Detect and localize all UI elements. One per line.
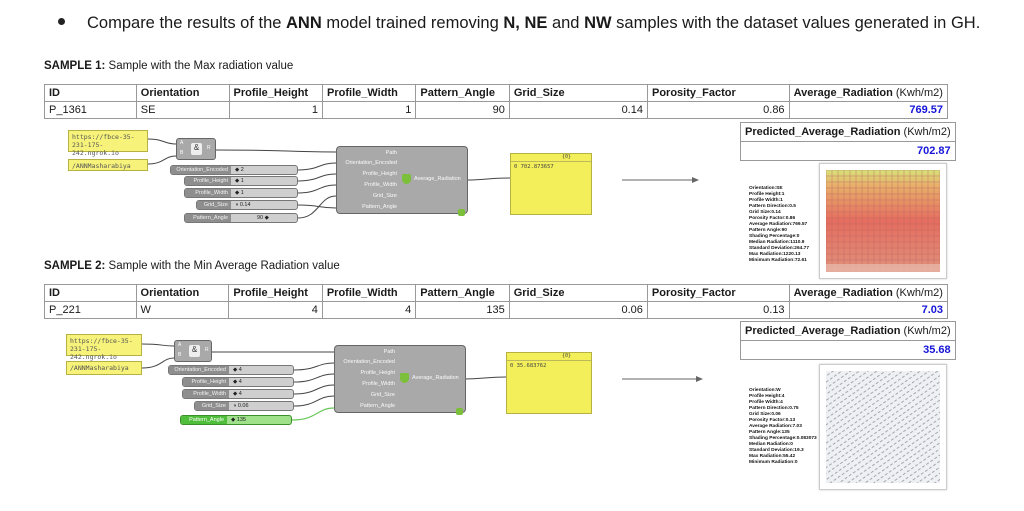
col-profile-width: Profile_Width [322, 84, 417, 102]
intro-text: Compare the results of the [87, 14, 287, 32]
pattern-render [826, 371, 940, 483]
cell-profile-height: 1 [228, 101, 324, 119]
concat-icon: & [189, 345, 200, 357]
slider-orientation[interactable]: Orientation_Encoded◆ 2 [170, 165, 298, 175]
table-header-row: ID Orientation Profile_Height Profile_Wi… [44, 84, 949, 102]
table-header-row: ID Orientation Profile_Height Profile_Wi… [44, 284, 949, 302]
col-pattern-angle: Pattern_Angle [415, 84, 510, 102]
cell-avg-radiation: 769.57 [788, 101, 949, 119]
cell-pattern-angle: 135 [415, 301, 510, 319]
sample1-gh-canvas: https://fbce-35-231-175-242.ngrok.io /AN… [64, 128, 624, 238]
arrow-icon [622, 177, 699, 183]
status-icon [456, 408, 463, 415]
col-avg-radiation: Average_Radiation (Kwh/m2) [788, 84, 949, 102]
cell-pattern-angle: 90 [415, 101, 510, 119]
cell-orientation: W [135, 301, 230, 319]
slider-profile-height[interactable]: Profile_Height◆ 1 [184, 176, 298, 186]
col-id: ID [44, 84, 137, 102]
cell-id: P_221 [44, 301, 137, 319]
intro-suffix: samples with the dataset values generate… [611, 14, 981, 32]
sample2-table: ID Orientation Profile_Height Profile_Wi… [44, 284, 949, 319]
slider-grid-size[interactable]: Grid_Size◑ 0.14 [196, 200, 298, 210]
predicted-header: Predicted_Average_Radiation (Kwh/m2) [740, 321, 956, 341]
slider-profile-height[interactable]: Profile_Height◆ 4 [182, 377, 294, 387]
slider-grid-size[interactable]: Grid_Size◑ 0.06 [194, 401, 294, 411]
col-grid-size: Grid_Size [508, 284, 648, 302]
sample1-render-image [819, 163, 947, 279]
cell-porosity-factor: 0.86 [646, 101, 790, 119]
col-porosity-factor: Porosity_Factor [646, 284, 790, 302]
url-panel[interactable]: https://fbce-35-231-175-242.ngrok.io [68, 130, 148, 157]
concat-icon: & [191, 143, 202, 155]
col-grid-size: Grid_Size [508, 84, 648, 102]
col-id: ID [44, 284, 137, 302]
sample2-gh-canvas: https://fbce-35-231-175-242.ngrok.io /AN… [62, 332, 622, 442]
name-panel[interactable]: /ANNMasharabiya [68, 159, 148, 171]
predicted-value: 35.68 [740, 340, 956, 360]
cell-avg-radiation: 7.03 [788, 301, 949, 319]
col-orientation: Orientation [135, 284, 230, 302]
col-porosity-factor: Porosity_Factor [646, 84, 790, 102]
col-orientation: Orientation [135, 84, 230, 102]
bullet-icon [58, 18, 65, 26]
ne-label: NE [524, 14, 548, 32]
cell-porosity-factor: 0.13 [646, 301, 790, 319]
slider-pattern-angle[interactable]: Pattern_Angle◆ 135 [180, 415, 292, 425]
wires [141, 343, 507, 421]
n-label: N [503, 14, 516, 32]
arrow-icon [622, 376, 703, 382]
sample1-predicted-table: Predicted_Average_Radiation (Kwh/m2) 702… [740, 122, 956, 161]
ann-component[interactable]: Path Orientation_Encoded Profile_Height … [334, 345, 466, 415]
sample2-title: SAMPLE 2: Sample with the Min Average Ra… [44, 260, 340, 272]
cell-profile-width: 4 [321, 301, 417, 319]
cell-id: P_1361 [44, 101, 137, 119]
shield-icon [400, 373, 409, 383]
col-avg-radiation: Average_Radiation (Kwh/m2) [788, 284, 949, 302]
wires [147, 138, 511, 219]
cell-profile-width: 1 [322, 101, 417, 119]
intro-bullet: Compare the results of the ANN model tra… [58, 14, 980, 33]
slider-orientation[interactable]: Orientation_Encoded◆ 4 [168, 365, 294, 375]
col-profile-width: Profile_Width [321, 284, 417, 302]
output-panel[interactable]: {0} 0 702.873657 [510, 153, 592, 215]
sample1-title: SAMPLE 1: Sample with the Max radiation … [44, 60, 294, 72]
table-row: P_1361 SE 1 1 90 0.14 0.86 769.57 [44, 101, 949, 119]
sample1-table: ID Orientation Profile_Height Profile_Wi… [44, 84, 949, 119]
output-panel[interactable]: {0} 0 35.683762 [506, 352, 592, 414]
ann-component[interactable]: Path Orientation_Encoded Profile_Height … [336, 146, 468, 216]
sep-label: , [515, 14, 525, 32]
slider-profile-width[interactable]: Profile_Width◆ 4 [182, 389, 294, 399]
sample2-predicted-table: Predicted_Average_Radiation (Kwh/m2) 35.… [740, 321, 956, 360]
ann-label: ANN [286, 14, 322, 32]
status-icon [458, 209, 465, 216]
and-text: and [547, 14, 585, 32]
cell-grid-size: 0.14 [508, 101, 648, 119]
predicted-header: Predicted_Average_Radiation (Kwh/m2) [740, 122, 956, 142]
shield-icon [402, 174, 411, 184]
cell-grid-size: 0.06 [508, 301, 648, 319]
heatmap-render [826, 170, 940, 272]
col-profile-height: Profile_Height [228, 284, 323, 302]
table-row: P_221 W 4 4 135 0.06 0.13 7.03 [44, 301, 949, 319]
intro-text-mid: model trained removing [321, 14, 504, 32]
predicted-value: 702.87 [740, 141, 956, 161]
nw-label: NW [584, 14, 612, 32]
name-panel[interactable]: /ANNMasharabiya [66, 361, 142, 375]
col-pattern-angle: Pattern_Angle [415, 284, 510, 302]
cell-profile-height: 4 [228, 301, 323, 319]
cell-orientation: SE [135, 101, 230, 119]
sample2-render-image [819, 364, 947, 490]
url-panel[interactable]: https://fbce-35-231-175-242.ngrok.io [66, 334, 142, 361]
slider-profile-width[interactable]: Profile_Width◆ 1 [184, 188, 298, 198]
col-profile-height: Profile_Height [228, 84, 324, 102]
